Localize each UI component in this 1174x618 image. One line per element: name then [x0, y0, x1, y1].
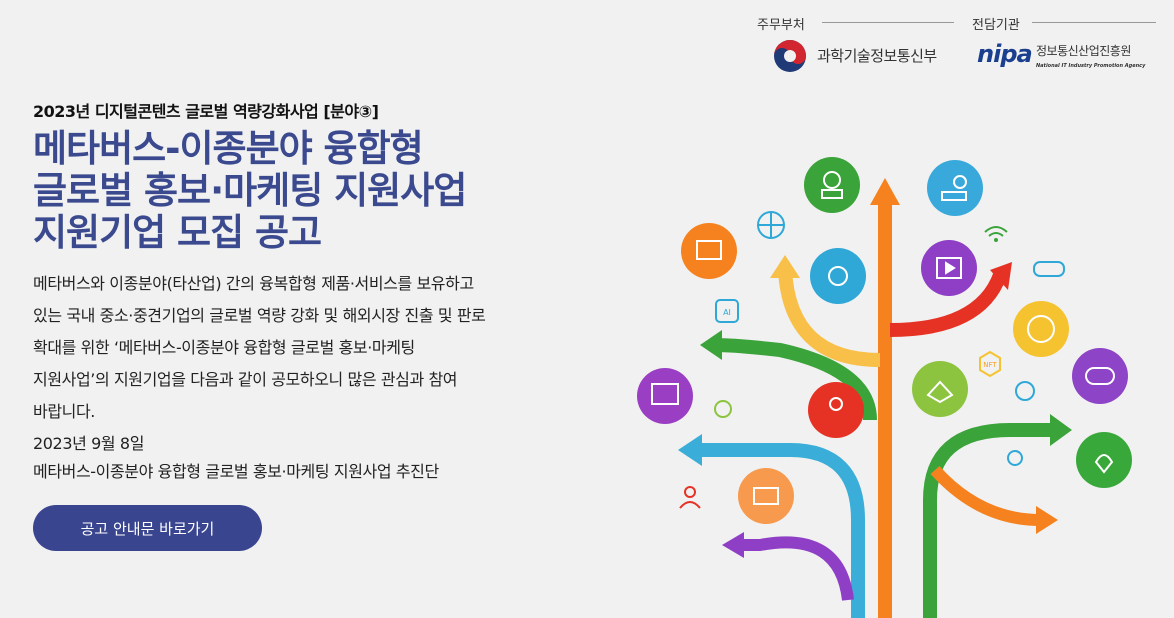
illustration-shape — [753, 487, 779, 505]
illustration-shape — [926, 380, 954, 404]
map-icon — [912, 361, 968, 417]
fashion-icon — [738, 468, 794, 524]
factory-gear-icon — [810, 248, 866, 304]
illustration-shape — [828, 266, 848, 286]
illustration-shape — [953, 175, 967, 189]
title-line: 글로벌 홍보·마케팅 지원사업 — [33, 169, 467, 212]
illustration-shape — [889, 272, 1007, 337]
illustration-shape — [1007, 450, 1023, 466]
healthcare-icon — [1076, 432, 1132, 488]
illustration-shape — [679, 211, 1065, 509]
illustration-shape — [684, 486, 696, 498]
illustration-shape — [770, 255, 800, 278]
illustration-shape — [821, 189, 843, 199]
ministry-label: 주무부처 — [757, 18, 805, 33]
illustration-shape — [1015, 381, 1035, 401]
description: 메타버스와 이종분야(타산업) 간의 융복합형 제품·서비스를 보유하고 있는 … — [33, 268, 593, 428]
nipa-logo: nipa — [977, 40, 1033, 68]
illustration-shape — [1036, 506, 1058, 534]
description-line: 바랍니다. — [33, 402, 95, 421]
illustration-shape — [758, 212, 784, 238]
program-name: 2023년 디지털콘텐츠 글로벌 역량강화사업 [분야③] — [33, 102, 379, 121]
game-controller-icon — [1072, 348, 1128, 404]
government-emblem-icon — [774, 40, 806, 72]
illustration-shape — [936, 257, 962, 279]
illustration-shape — [679, 501, 701, 509]
agency-name: 정보통신산업진흥원 — [1036, 44, 1131, 58]
organizer: 메타버스-이종분야 융합형 글로벌 홍보·마케팅 지원사업 추진단 — [33, 462, 439, 481]
illustration-shape — [740, 536, 854, 601]
ministry-name: 과학기술정보통신부 — [817, 47, 937, 65]
description-line: 확대를 위한 ‘메타버스-이종분야 융합형 글로벌 홍보·마케팅 — [33, 338, 415, 357]
illustration-shape — [715, 299, 739, 323]
illustration-shape — [1027, 315, 1055, 343]
illustration-shape — [1085, 367, 1115, 385]
nft-badge: NFT — [983, 361, 997, 369]
illustration-shape — [722, 532, 744, 558]
illustration-shape — [979, 350, 1001, 378]
illustration-shape — [829, 397, 843, 411]
announcement-info: 2023년 9월 8일 메타버스-이종분야 융합형 글로벌 홍보·마케팅 지원사… — [33, 430, 439, 486]
illustration-shape — [1050, 414, 1072, 446]
illustration-shape — [923, 423, 1055, 618]
illustration-shape — [778, 269, 881, 367]
illustration-shape — [651, 171, 1115, 505]
description-line: 지원사업’의 지원기업을 다음과 같이 공모하오니 많은 관심과 참여 — [33, 370, 458, 389]
ai-badge: AI — [723, 308, 731, 317]
divider — [1032, 22, 1156, 23]
illustration-shape — [994, 238, 998, 242]
illustration-shape — [1094, 454, 1114, 474]
illustration-shape — [651, 383, 679, 405]
description-line: 있는 국내 중소·중견기업의 글로벌 역량 강화 및 해외시장 진출 및 판로 — [33, 306, 486, 325]
agency-label: 전담기관 — [972, 18, 1020, 33]
description-line: 메타버스와 이종분야(타산업) 간의 융복합형 제품·서비스를 보유하고 — [33, 274, 474, 293]
category-circles — [637, 157, 1132, 524]
illustration-shape — [984, 226, 1008, 237]
illustration-shape — [714, 338, 877, 421]
page-title: 메타버스-이종분야 융합형 글로벌 홍보·마케팅 지원사업 지원기업 모집 공고 — [33, 127, 467, 254]
divider — [822, 22, 954, 23]
arrowheads — [678, 178, 1072, 558]
announcement-date: 2023년 9월 8일 — [33, 434, 145, 453]
logistics-icon — [927, 160, 983, 216]
title-line: 지원기업 모집 공고 — [33, 211, 322, 254]
illustration-shape — [1033, 261, 1065, 277]
agency-name-en: National IT Industry Promotion Agency — [1036, 63, 1146, 69]
illustration-shape — [700, 443, 865, 618]
illustration-shape — [823, 171, 841, 189]
illustration-shape — [714, 400, 732, 418]
illustration-shape — [678, 434, 702, 466]
illustration-shape — [945, 261, 956, 275]
illustration-shape — [870, 178, 900, 205]
illustration-shape — [696, 240, 722, 260]
illustration-shape — [930, 465, 1041, 526]
worker-icon — [804, 157, 860, 213]
tree-illustration: AI NFT — [637, 157, 1132, 618]
title-line: 메타버스-이종분야 융합형 — [33, 127, 424, 170]
exhibition-icon — [637, 368, 693, 424]
illustration-shape — [941, 191, 967, 201]
illustration-shape — [700, 190, 1055, 618]
view-notice-button[interactable]: 공고 안내문 바로가기 — [33, 505, 262, 551]
ecommerce-icon — [681, 223, 737, 279]
illustration-shape — [700, 330, 722, 360]
illustration-shape — [990, 262, 1012, 290]
finance-icon — [1013, 301, 1069, 357]
